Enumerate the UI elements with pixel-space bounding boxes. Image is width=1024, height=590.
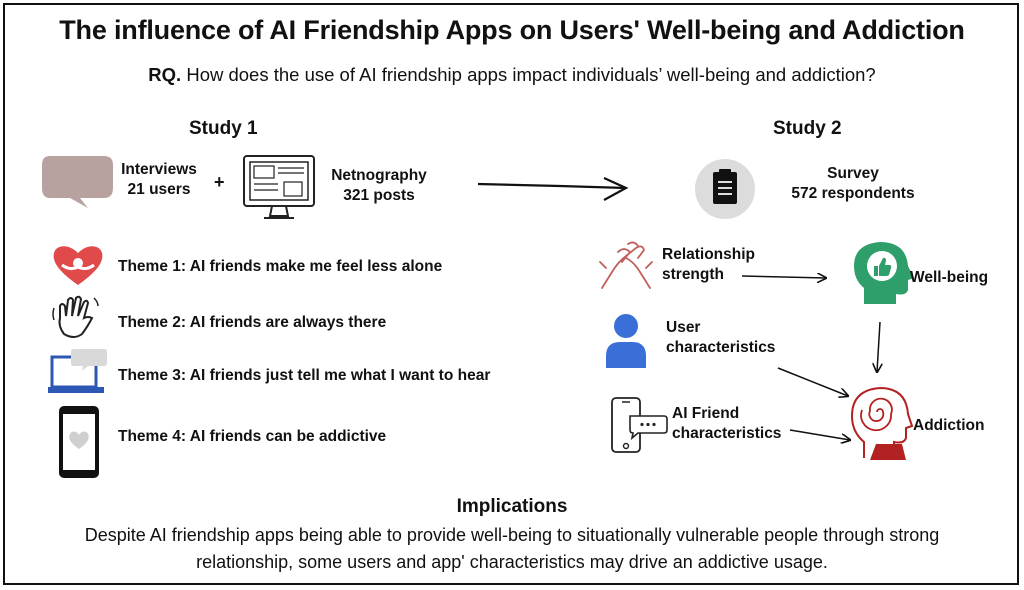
- research-question: RQ. How does the use of AI friendship ap…: [0, 64, 1024, 86]
- relationship-line2: strength: [662, 266, 724, 283]
- waving-hand-icon: [52, 295, 99, 338]
- interviews-label: Interviews 21 users: [112, 160, 206, 200]
- interviews-line1: Interviews: [121, 161, 197, 178]
- figure-frame: [3, 3, 1019, 585]
- study2-heading: Study 2: [773, 118, 842, 139]
- user-to-addiction-arrow: [777, 367, 848, 396]
- theme-2-label: Theme 2: AI friends are always there: [118, 314, 387, 331]
- rq-prefix: RQ.: [148, 64, 182, 85]
- computer-monitor-icon: [243, 155, 315, 219]
- implications-text: Despite AI friendship apps being able to…: [84, 525, 940, 572]
- relationship-label: Relationship strength: [662, 245, 755, 285]
- user-icon: [606, 314, 646, 368]
- survey-line1: Survey: [827, 165, 879, 182]
- study1-to-study2-arrow: [477, 182, 627, 190]
- speech-bubble-icon: [42, 156, 113, 208]
- aifriend-line1: AI Friend: [672, 405, 740, 422]
- theme-1-label: Theme 1: AI friends make me feel less al…: [118, 258, 443, 275]
- interviews-line2: 21 users: [127, 181, 191, 198]
- netnography-line2: 321 posts: [343, 187, 415, 204]
- implications-heading: Implications: [456, 496, 568, 517]
- user-characteristics-label: User characteristics: [666, 318, 775, 358]
- netnography-label: Netnography 321 posts: [324, 166, 434, 206]
- thumbs-up-head-icon: [854, 242, 914, 304]
- user-line2: characteristics: [666, 339, 776, 356]
- phone-heart-icon: [59, 406, 99, 478]
- laptop-chat-icon: [48, 349, 107, 393]
- clipboard-icon: [695, 159, 755, 219]
- rq-text: How does the use of AI friendship apps i…: [186, 64, 876, 85]
- spiral-head-icon: [850, 386, 914, 460]
- wellbeing-label: Well-being: [910, 269, 989, 286]
- survey-line2: 572 respondents: [791, 185, 915, 202]
- study1-heading: Study 1: [189, 118, 258, 139]
- relationship-to-wellbeing-arrow: [741, 276, 826, 278]
- aifriend-characteristics-label: AI Friend characteristics: [672, 404, 781, 444]
- theme-3-label: Theme 3: AI friends just tell me what I …: [118, 367, 491, 384]
- aifriend-to-addiction-arrow: [789, 429, 850, 440]
- figure-title: The influence of AI Friendship Apps on U…: [59, 15, 965, 45]
- user-line1: User: [666, 319, 701, 336]
- heart-hands-icon: [53, 246, 103, 285]
- handshake-icon: [599, 241, 653, 289]
- theme-4-label: Theme 4: AI friends can be addictive: [118, 428, 387, 445]
- addiction-label: Addiction: [913, 417, 985, 434]
- relationship-line1: Relationship: [662, 246, 756, 263]
- plus-sign: +: [214, 172, 225, 192]
- wellbeing-to-addiction-arrow: [877, 321, 880, 372]
- survey-label: Survey 572 respondents: [778, 164, 928, 204]
- aifriend-line2: characteristics: [672, 425, 782, 442]
- netnography-line1: Netnography: [331, 167, 427, 184]
- phone-chat-icon: [611, 397, 668, 453]
